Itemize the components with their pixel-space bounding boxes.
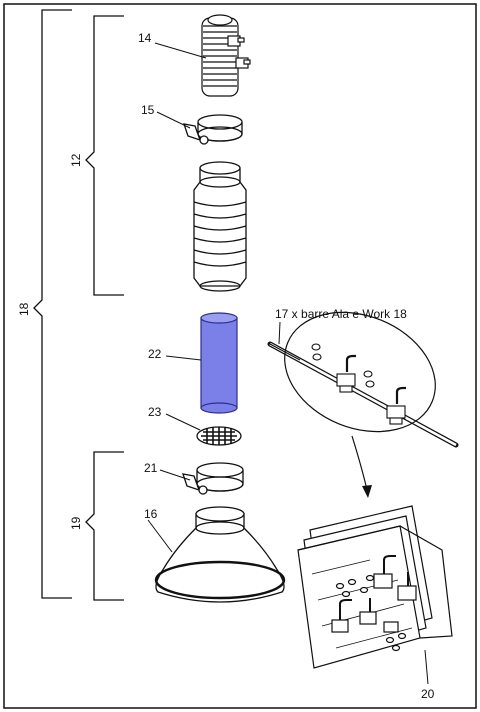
leader-16 bbox=[147, 519, 173, 553]
bracket-19 bbox=[85, 451, 124, 601]
label-14: 14 bbox=[138, 31, 152, 45]
corrugated-hose-part bbox=[201, 14, 251, 97]
label-21: 21 bbox=[144, 461, 158, 475]
leader-20 bbox=[424, 649, 429, 685]
page-border bbox=[3, 3, 477, 709]
leader-14 bbox=[154, 42, 207, 59]
leader-17 bbox=[278, 321, 281, 345]
label-15: 15 bbox=[141, 103, 155, 117]
detail-ellipse bbox=[284, 311, 436, 433]
label-17: 17 x barre Ala e Work 18 bbox=[275, 307, 407, 321]
leader-23 bbox=[165, 413, 201, 431]
label-20: 20 bbox=[421, 687, 435, 701]
label-12: 12 bbox=[69, 153, 83, 167]
label-18: 18 bbox=[17, 302, 31, 316]
leader-21 bbox=[159, 469, 191, 481]
bellows-sleeve bbox=[193, 161, 247, 292]
instruction-booklet bbox=[297, 505, 453, 669]
leader-15 bbox=[156, 111, 191, 129]
label-19: 19 bbox=[69, 516, 83, 530]
lower-hose-clamp bbox=[182, 462, 244, 495]
upper-hose-clamp bbox=[183, 114, 243, 145]
bracket-18 bbox=[33, 9, 72, 599]
detail-arrowhead bbox=[362, 485, 372, 498]
label-16: 16 bbox=[144, 507, 158, 521]
detail-arrow bbox=[351, 435, 369, 495]
mesh-disc bbox=[196, 426, 242, 446]
bar-fittings bbox=[311, 343, 406, 425]
bracket-12 bbox=[85, 15, 124, 296]
filter-cartridge bbox=[200, 312, 238, 414]
label-22: 22 bbox=[148, 347, 162, 361]
label-23: 23 bbox=[148, 405, 162, 419]
leader-22 bbox=[165, 355, 202, 361]
funnel-base bbox=[154, 506, 286, 603]
